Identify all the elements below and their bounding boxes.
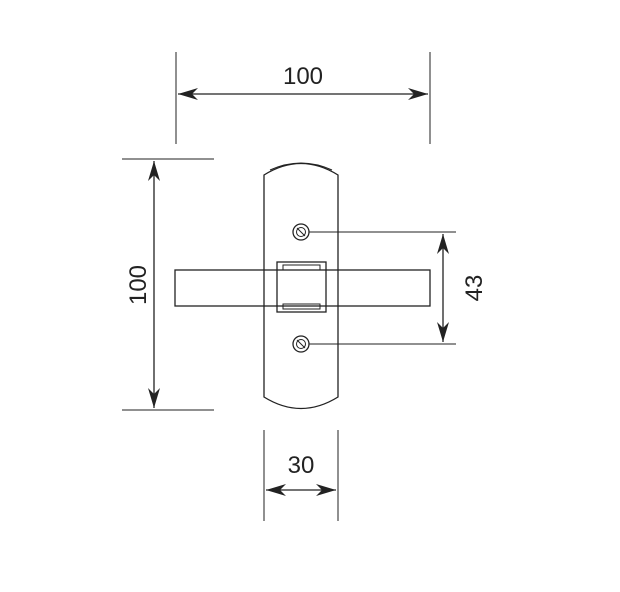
backplate-outline: [263, 162, 339, 410]
lever-length-dimension: 100: [175, 52, 431, 144]
plate-height-label: 100: [125, 265, 152, 305]
screw-spacing-label: 43: [461, 275, 488, 302]
bottom-screw: [292, 335, 310, 353]
plate-height-dimension: 100: [122, 158, 214, 411]
screw-spacing-dimension: 43: [309, 231, 488, 345]
backplate-inner-edge: [269, 162, 333, 171]
plate-width-label: 30: [288, 452, 315, 479]
lever-bar: [174, 269, 431, 307]
backplate: [263, 162, 339, 410]
plate-width-dimension: 30: [263, 430, 339, 521]
top-screw: [292, 223, 310, 241]
lever-length-label: 100: [283, 63, 323, 90]
